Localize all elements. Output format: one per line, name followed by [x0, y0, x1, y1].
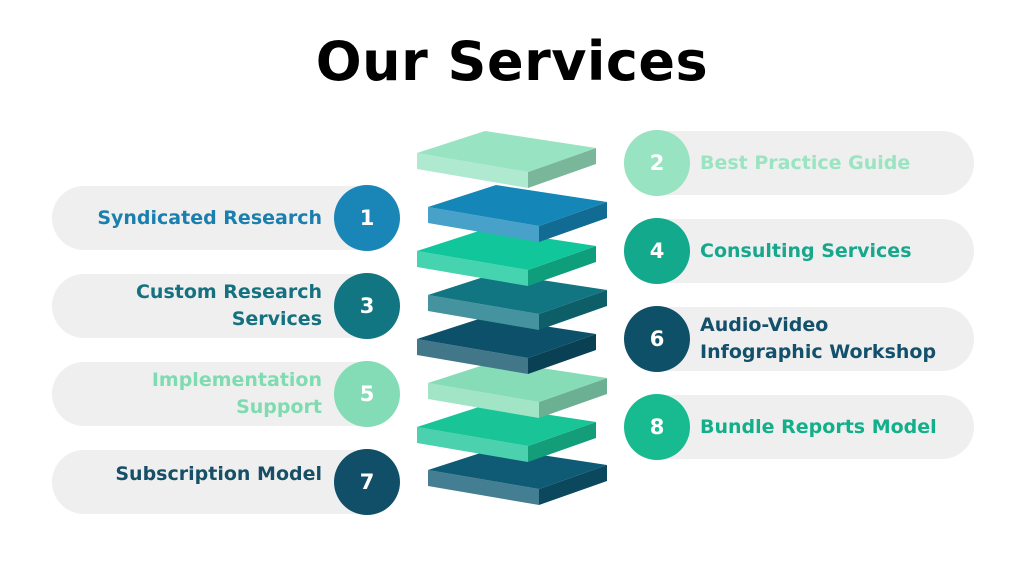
number-badge-2: 2	[624, 130, 690, 196]
stack-layer-top	[417, 131, 596, 172]
number-badge-5: 5	[334, 361, 400, 427]
service-label: Custom Research Services	[136, 274, 322, 338]
service-label-line: Custom Research	[135, 281, 322, 303]
service-label-line: Support	[236, 396, 322, 418]
number-badge-6: 6	[624, 306, 690, 372]
stack-layer-side-right	[539, 465, 607, 505]
service-label-line: Consulting Services	[700, 239, 912, 262]
stack-layer-top	[428, 185, 607, 226]
stack-layer-top	[417, 317, 596, 358]
stack-layer-side-left	[428, 295, 539, 330]
service-label-line: Implementation	[151, 369, 322, 391]
number-badge-4: 4	[624, 218, 690, 284]
service-label: Syndicated Research	[97, 186, 322, 250]
stack-layer-side-right	[539, 202, 607, 242]
number-badge-7: 7	[334, 449, 400, 515]
service-label: Implementation Support	[152, 362, 322, 426]
service-label-line: Services	[231, 308, 322, 330]
stack-layer-side-right	[528, 148, 596, 188]
stack-layer-top	[417, 229, 596, 270]
number-badge-3: 3	[334, 273, 400, 339]
stack-layer-top	[428, 273, 607, 314]
stack-layer-top	[428, 448, 607, 489]
stack-layer-side-right	[539, 378, 607, 418]
service-label-line: Infographic Workshop	[700, 341, 937, 363]
stack-layer-side-left	[428, 470, 539, 505]
service-label: Audio-Video Infographic Workshop	[700, 307, 936, 371]
service-label: Consulting Services	[700, 219, 912, 283]
service-label-line: Subscription Model	[115, 462, 322, 485]
stack-layer-top	[417, 405, 596, 446]
stack-layer-side-left	[428, 383, 539, 418]
stack-layer-side-right	[528, 334, 596, 374]
stack-layer-side-right	[539, 290, 607, 330]
number-badge-8: 8	[624, 394, 690, 460]
stack-layer-top	[428, 361, 607, 402]
service-label-line: Bundle Reports Model	[700, 415, 937, 438]
service-label-line: Audio-Video	[700, 314, 829, 336]
stack-layer-side-left	[417, 427, 528, 462]
service-label-line: Best Practice Guide	[700, 151, 911, 174]
stack-layer-side-left	[417, 339, 528, 374]
stack-layer-side-left	[417, 251, 528, 286]
stack-layer-side-left	[417, 153, 528, 188]
stack-layer-side-left	[428, 207, 539, 242]
service-label: Bundle Reports Model	[700, 395, 937, 459]
stack-layer-side-right	[528, 246, 596, 286]
stack-layer-side-right	[528, 422, 596, 462]
service-label: Best Practice Guide	[700, 131, 910, 195]
number-badge-1: 1	[334, 185, 400, 251]
page-title: Our Services	[315, 30, 709, 93]
service-label-line: Syndicated Research	[97, 206, 322, 229]
service-label: Subscription Model	[115, 442, 322, 506]
